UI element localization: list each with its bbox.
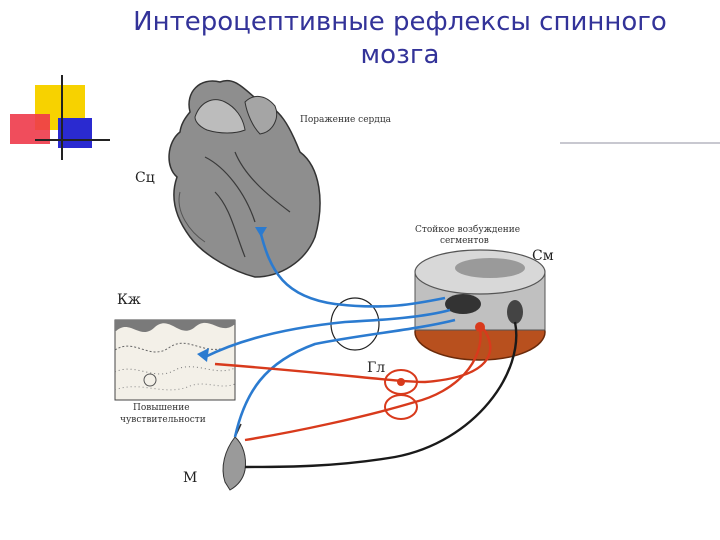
heart-illustration	[168, 79, 321, 278]
skin-receptor-marker	[197, 348, 209, 362]
red-neuron	[475, 322, 485, 332]
heart-label: Сц	[135, 170, 155, 186]
cord-caption-line1: Стойкое возбуждение	[415, 224, 520, 235]
heart-receptor-marker	[255, 227, 267, 237]
black-motor-fiber	[244, 321, 518, 469]
ganglion-label: Гл	[367, 360, 385, 376]
skin-caption-line2: чувствительности	[120, 415, 206, 425]
efferent-fibers	[214, 327, 492, 442]
skin-section	[114, 319, 236, 401]
skin-caption-line1: Повышение	[133, 403, 190, 413]
muscle	[222, 423, 246, 491]
blue-square	[58, 118, 92, 148]
muscle-label: М	[183, 470, 197, 486]
cord-label: См	[532, 248, 554, 264]
afferent-fibers	[204, 229, 456, 438]
cord-caption-line2: сегментов	[440, 236, 489, 246]
decorative-squares	[10, 75, 110, 160]
sympathetic-ganglion	[384, 369, 418, 420]
heart-caption: Поражение сердца	[300, 115, 392, 125]
header-divider	[560, 142, 720, 144]
skin-label: Кж	[117, 292, 141, 308]
reflex-diagram: Сц Поражение сердца См Стойкое возбужден…	[114, 79, 554, 491]
slide-title: Интероцептивные рефлексы спинного мозга	[133, 7, 667, 70]
